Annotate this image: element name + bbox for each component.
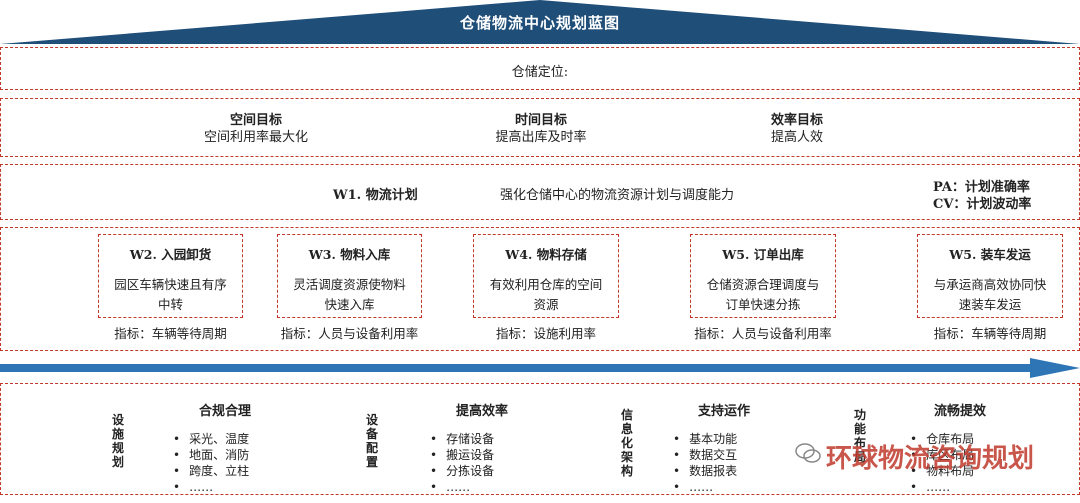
foundation-title: 支持运作: [697, 404, 750, 419]
process-desc: 灵活调度资源使物料快速入库: [293, 277, 406, 312]
foundation-list: 仓库布局 库区布局 物料布局 ……: [910, 431, 974, 495]
goal-title: 时间目标: [514, 113, 567, 128]
process-card-inbound: W3. 物料入库 灵活调度资源使物料快速入库: [277, 234, 422, 318]
foundation-title: 合规合理: [198, 404, 251, 419]
foundation-label: 信息化架构: [620, 408, 633, 478]
goal-space: 空间目标 空间利用率最大化: [156, 112, 356, 146]
process-title: W5. 订单出库: [722, 247, 804, 262]
list-item: 库区布局: [910, 447, 974, 463]
list-item: 仓库布局: [910, 431, 974, 447]
list-item: 地面、消防: [173, 447, 249, 463]
list-item: ……: [910, 479, 974, 495]
flow-arrow: [0, 358, 1080, 378]
process-title: W3. 物料入库: [308, 247, 391, 262]
process-indicator: 指标：人员与设备利用率: [280, 326, 419, 341]
process-card-unload: W2. 入园卸货 园区车辆快速且有序中转: [98, 234, 243, 318]
process-indicator: 指标：车辆等待周期: [114, 326, 227, 341]
process-indicator: 指标：设施利用率: [495, 326, 596, 341]
wechat-icon: [795, 443, 821, 463]
list-item: 数据交互: [673, 447, 737, 463]
goal-desc: 空间利用率最大化: [203, 130, 308, 145]
list-item: 分拣设备: [430, 463, 494, 479]
process-indicator: 指标：人员与设备利用率: [694, 326, 832, 341]
w1-kpi-cv: CV：计划波动率: [933, 197, 1032, 212]
list-item: 存储设备: [430, 431, 494, 447]
positioning-label: 仓储定位:: [511, 65, 569, 80]
list-item: ……: [173, 479, 249, 495]
foundation-label: 功能布局: [853, 408, 866, 464]
goal-efficiency: 效率目标 提高人效: [697, 112, 897, 146]
goal-desc: 提高人效: [770, 130, 823, 145]
process-title: W2. 入园卸货: [129, 247, 212, 262]
list-item: ……: [673, 479, 737, 495]
foundation-title: 流畅提效: [933, 404, 986, 419]
process-card-outbound: W5. 订单出库 仓储资源合理调度与订单快速分拣: [690, 234, 836, 318]
positioning-box: 仓储定位:: [0, 47, 1080, 90]
list-item: 数据报表: [673, 463, 737, 479]
goal-title: 效率目标: [770, 113, 823, 128]
list-item: 基本功能: [673, 431, 737, 447]
process-card-shipping: W5. 装车发运 与承运商高效协同快速装车发运: [917, 234, 1063, 318]
list-item: 搬运设备: [430, 447, 494, 463]
watermark: 环球物流咨询规划: [826, 444, 1035, 474]
process-desc: 有效利用仓库的空间资源: [489, 277, 603, 312]
list-item: 跨度、立柱: [173, 463, 249, 479]
goal-time: 时间目标 提高出库及时率: [441, 112, 641, 146]
process-card-storage: W4. 物料存储 有效利用仓库的空间资源: [473, 234, 619, 318]
process-title: W4. 物料存储: [505, 247, 587, 262]
roof-banner: [0, 0, 1080, 44]
process-desc: 园区车辆快速且有序中转: [114, 277, 227, 312]
w1-desc: 强化仓储中心的物流资源计划与调度能力: [500, 188, 735, 203]
list-item: ……: [430, 479, 494, 495]
foundation-label: 设备配置: [365, 413, 378, 469]
process-indicator: 指标：车辆等待周期: [933, 326, 1047, 341]
page-title: 仓储物流中心规划蓝图: [459, 14, 620, 32]
foundation-label: 设施规划: [111, 413, 124, 469]
list-item: 物料布局: [910, 463, 974, 479]
foundation-list: 存储设备 搬运设备 分拣设备 ……: [430, 431, 494, 495]
process-desc: 仓储资源合理调度与订单快速分拣: [706, 277, 820, 312]
foundation-title: 提高效率: [455, 404, 508, 419]
process-desc: 与承运商高效协同快速装车发运: [933, 277, 1047, 312]
list-item: 采光、温度: [173, 431, 249, 447]
w1-kpi-pa: PA：计划准确率: [933, 180, 1030, 195]
foundation-list: 基本功能 数据交互 数据报表 ……: [673, 431, 737, 495]
process-title: W5. 装车发运: [949, 247, 1031, 262]
foundation-list: 采光、温度 地面、消防 跨度、立柱 ……: [173, 431, 249, 495]
goal-title: 空间目标: [229, 113, 282, 128]
goal-desc: 提高出库及时率: [495, 130, 587, 145]
w1-code: W1. 物流计划: [333, 188, 418, 203]
